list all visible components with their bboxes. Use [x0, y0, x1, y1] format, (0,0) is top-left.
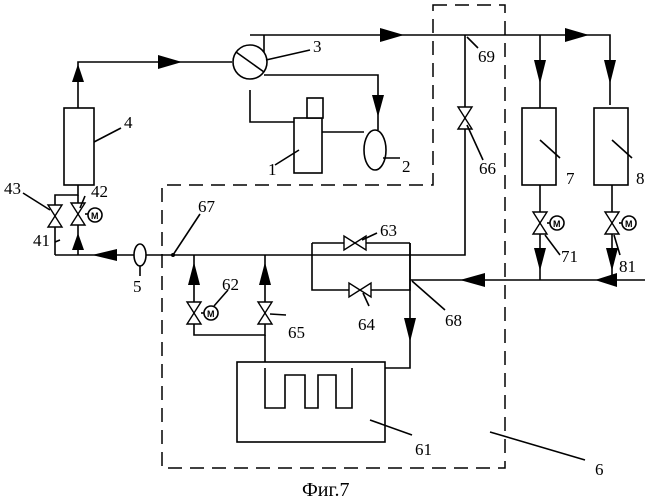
label-62: 62 [222, 275, 239, 294]
label-61: 61 [415, 440, 432, 459]
component-7 [522, 108, 556, 185]
label-1: 1 [268, 160, 277, 179]
piping [55, 35, 645, 368]
svg-text:M: M [625, 219, 633, 229]
component-8 [594, 108, 628, 185]
component-2-oval [364, 130, 386, 170]
component-5-oval [134, 244, 146, 266]
label-6: 6 [595, 460, 604, 479]
label-41: 41 [33, 231, 50, 250]
label-7: 7 [566, 169, 575, 188]
compressor-1 [294, 98, 323, 173]
component-4 [64, 108, 94, 185]
label-64: 64 [358, 315, 376, 334]
four-way-valve-3 [233, 45, 267, 79]
heat-exchanger-61 [237, 362, 385, 442]
label-4: 4 [124, 113, 133, 132]
label-71: 71 [561, 247, 578, 266]
label-63: 63 [380, 221, 397, 240]
svg-text:M: M [207, 309, 215, 319]
label-66: 66 [479, 159, 496, 178]
motor-symbols: M M M M [85, 208, 636, 320]
label-65: 65 [288, 323, 305, 342]
label-42: 42 [91, 182, 108, 201]
label-5: 5 [133, 277, 142, 296]
label-3: 3 [313, 37, 322, 56]
label-81: 81 [619, 257, 636, 276]
label-43: 43 [4, 179, 21, 198]
label-69: 69 [478, 47, 495, 66]
figure-caption: Фиг.7 [302, 479, 349, 500]
label-2: 2 [402, 157, 411, 176]
svg-text:M: M [553, 219, 561, 229]
label-67: 67 [198, 197, 216, 216]
svg-text:M: M [91, 211, 99, 221]
label-68: 68 [445, 311, 462, 330]
label-8: 8 [636, 169, 645, 188]
